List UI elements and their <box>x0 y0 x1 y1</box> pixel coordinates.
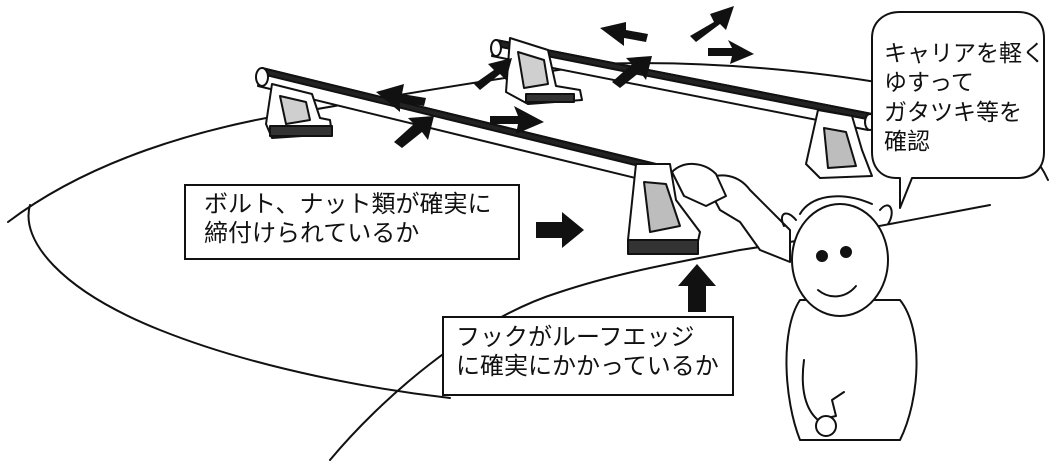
hook-check-line2: に確実にかかっているか <box>456 352 719 381</box>
speech-line4: 確認 <box>884 129 930 156</box>
pointer-arrow-icon <box>536 212 716 312</box>
foot-rear-left <box>505 37 583 105</box>
car-roof-edge <box>27 204 451 399</box>
foot-front-right <box>627 163 701 255</box>
hook-check-label: フックがルーフエッジ に確実にかかっているか <box>442 316 734 396</box>
shake-arrow-icon <box>376 6 754 148</box>
hook-check-line1: フックがルーフエッジ <box>456 323 695 351</box>
person-illustration <box>671 163 918 441</box>
windshield-line <box>329 249 741 461</box>
speech-bubble <box>871 11 1045 209</box>
speech-line2: ゆすって <box>884 70 974 97</box>
speech-line3: ガタツキ等を <box>884 99 1022 126</box>
foot-rear-right <box>805 109 873 179</box>
bolt-check-line1: ボルト、ナット類が確実に <box>204 190 492 218</box>
speech-line1: キャリアを軽く <box>884 41 1045 67</box>
bolt-check-line2: 締付けられているか <box>204 219 420 248</box>
speech-bubble-text: キャリアを軽く ゆすって ガタツキ等を 確認 <box>884 40 1045 158</box>
foot-front-left <box>265 83 333 139</box>
bolt-check-label: ボルト、ナット類が確実に 締付けられているか <box>184 184 520 260</box>
